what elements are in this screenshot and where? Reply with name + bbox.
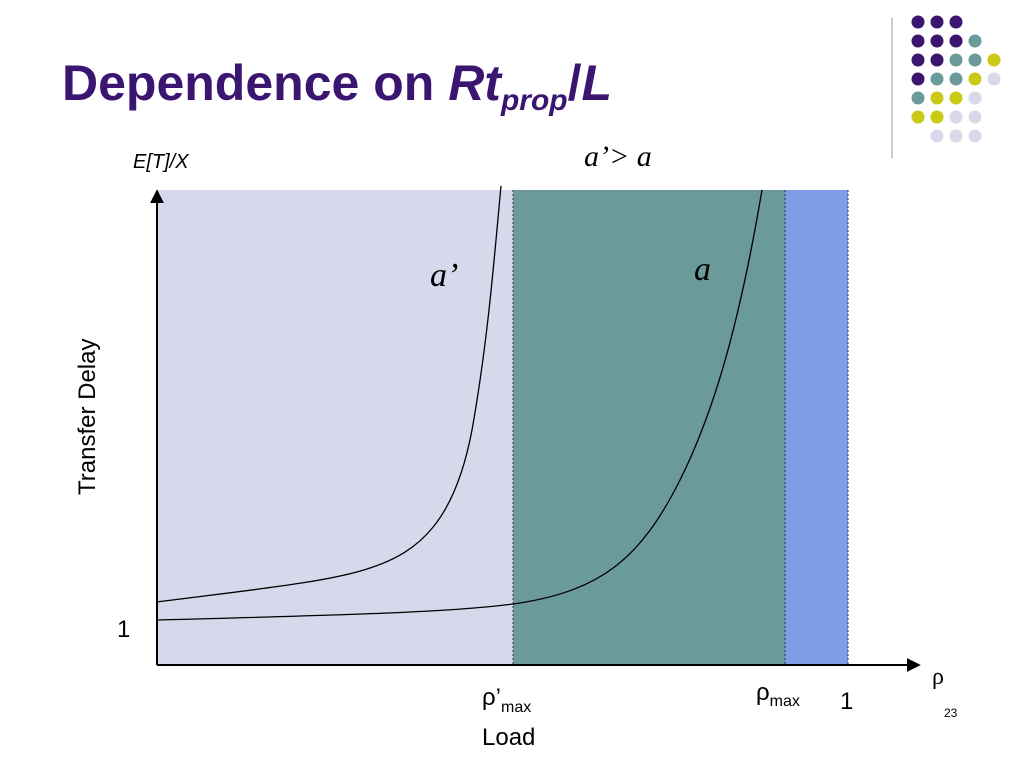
decorative-dot [911, 91, 925, 105]
decorative-dot [930, 110, 944, 124]
curve-a [156, 189, 763, 621]
decorative-dot [987, 72, 1001, 86]
decorative-dot [949, 53, 963, 67]
decorative-dot [949, 15, 963, 29]
title-var-subscript: prop [500, 84, 568, 117]
decorative-dot [968, 129, 982, 143]
decorative-dot [930, 53, 944, 67]
x-axis-label: Load [482, 724, 535, 751]
curve-label-a-prime: a’ [430, 257, 458, 294]
title-var-rt: Rt [448, 55, 501, 111]
title-prefix: Dependence on [62, 55, 449, 111]
decorative-dot [968, 110, 982, 124]
decorative-dot [930, 91, 944, 105]
decorative-dot [949, 91, 963, 105]
decorative-dot [968, 53, 982, 67]
x-tick-rho-max: ρmax [756, 679, 800, 710]
region-light [157, 190, 513, 665]
x-tick-rho-symbol: ρ [756, 679, 770, 706]
decorative-dot [949, 129, 963, 143]
decorative-dot [911, 34, 925, 48]
decorative-dot [930, 72, 944, 86]
region-blue [785, 190, 848, 665]
decorative-dot [949, 34, 963, 48]
decorative-dot [911, 72, 925, 86]
decorative-dot [987, 53, 1001, 67]
decorative-dot [949, 110, 963, 124]
decorative-dot [968, 34, 982, 48]
x-tick-rho-prime-max: ρ’max [482, 684, 531, 716]
title-slash: / [567, 55, 582, 111]
y-axis-top-label: E[T]/X [133, 151, 189, 173]
x-tick-one: 1 [840, 688, 853, 715]
decorative-dot [911, 53, 925, 67]
curve-label-a: a [694, 251, 711, 288]
region-teal [513, 190, 785, 665]
decorative-dot [949, 72, 963, 86]
decorative-dot [968, 91, 982, 105]
x-axis-symbol: ρ [932, 664, 944, 690]
slide-number: 23 [944, 706, 958, 720]
decorative-dot [930, 34, 944, 48]
decorative-dot [930, 15, 944, 29]
decorative-dot [968, 72, 982, 86]
decorative-dot [930, 129, 944, 143]
decorative-dots [891, 15, 1001, 158]
x-tick-rho-prime-symbol: ρ’ [482, 684, 501, 711]
y-tick-one: 1 [117, 616, 130, 643]
dot-grid [911, 15, 1001, 143]
decorative-dot [911, 15, 925, 29]
title-var-l: L [581, 55, 613, 111]
decorative-dot [911, 110, 925, 124]
page-title: Dependence on Rtprop/L [62, 58, 612, 116]
x-tick-rho-sub: max [770, 693, 800, 710]
x-tick-rho-prime-sub: max [501, 699, 531, 716]
curve-a-prime [156, 185, 502, 603]
y-axis-side-label: Transfer Delay [74, 339, 101, 496]
annotation-a-prime-gt-a: a’> a [584, 140, 652, 173]
